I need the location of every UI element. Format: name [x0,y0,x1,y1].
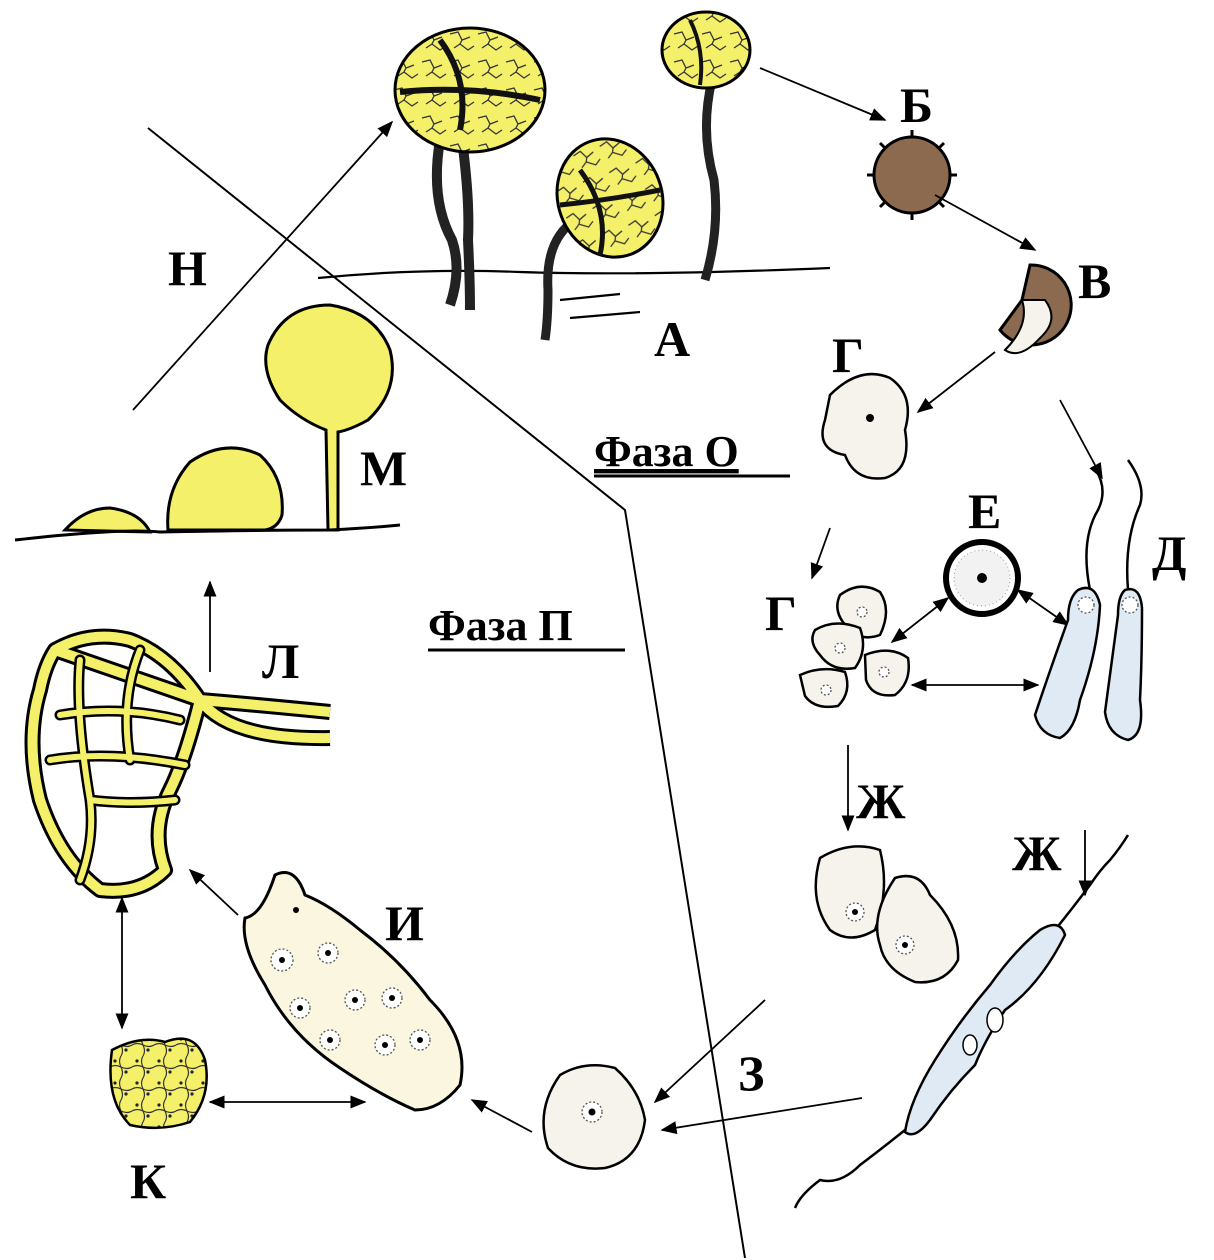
label-g2: Г [765,585,797,641]
fusing-myxamoebae [816,846,958,982]
label-a: А [654,311,690,367]
label-m: М [360,440,407,496]
fruiting-bodies-sporangia [318,12,830,340]
spore [867,130,957,220]
arrow-zh2-z [662,1098,862,1130]
zygote [544,1065,645,1168]
arrow-z-i [472,1100,532,1132]
sclerotium [110,1039,206,1128]
label-z: З [738,1045,764,1101]
label-zh1: Ж [856,773,906,829]
label-zh2: Ж [1012,825,1062,881]
label-g1: Г [832,327,864,383]
arrow-b-v [935,195,1035,250]
arrow-i-l [190,870,238,915]
flagellated-swarm-cells [1035,460,1142,740]
myxamoeba [823,374,908,478]
label-e: Е [968,483,1001,539]
phase-o-label: Фаза О [594,427,739,476]
arrow-g1-g2 [812,528,830,578]
phase-p-label: Фаза П [428,601,573,650]
arrow-v-d [1060,400,1102,478]
arrow-e-d [1018,590,1068,625]
label-i: И [385,895,424,951]
sporangium-formation [15,305,400,540]
label-l: Л [262,633,299,689]
label-v: В [1078,253,1111,309]
arrow-a-b [760,68,885,120]
germinating-spore [1000,265,1071,353]
arrow-e-g2 [892,598,948,642]
myxamoebae-group [800,587,909,707]
microcyst [946,542,1018,614]
young-plasmodium [244,873,462,1111]
label-n: Н [168,240,207,296]
label-b: Б [900,77,933,133]
arrow-v-g [918,352,995,412]
label-d: Д [1152,525,1186,581]
label-k: К [130,1153,166,1209]
